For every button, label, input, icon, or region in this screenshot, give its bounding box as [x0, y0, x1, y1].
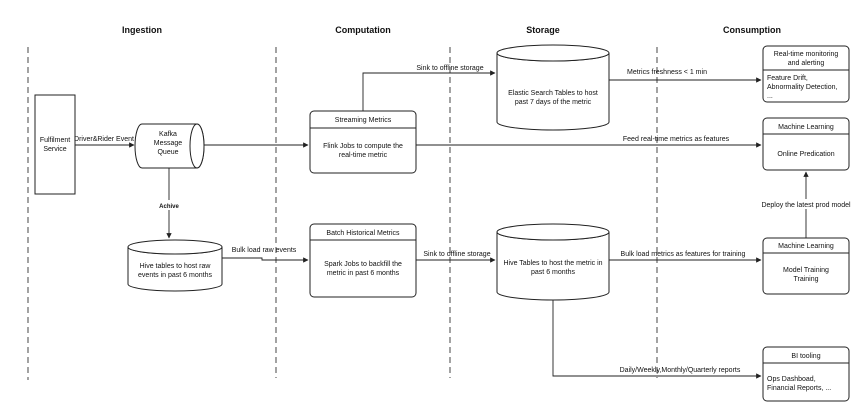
column-header-consumption: Consumption — [723, 25, 781, 35]
edge-streaming-to-elastic: Sink to offline storage — [362, 65, 496, 111]
edge-label-archive: Achive — [159, 204, 179, 210]
fulfilment-service-node: Fulfilment Service — [34, 94, 76, 195]
fulfilment-label-line1: Fulfilment — [40, 137, 70, 144]
edge-batch-to-hive-metric: Sink to offline storage — [416, 251, 496, 263]
column-header-storage: Storage — [526, 25, 560, 35]
batch-metrics-node: Batch Historical Metrics Spark Jobs to b… — [309, 223, 417, 298]
monitoring-body-line1: Feature Drift, — [767, 75, 808, 82]
edge-label-sink-offline-bottom: Sink to offline storage — [423, 251, 490, 258]
bi-body-line2: Financial Reports, ... — [767, 385, 831, 392]
ml-online-node: Machine Learning Online Predication — [762, 117, 850, 171]
kafka-queue-node: Kafka Message Queue — [134, 123, 205, 169]
batch-body-line1: Spark Jobs to backfill the — [324, 261, 402, 268]
hive-metric-tables-node: Hive Tables to host the metric in past 6… — [496, 223, 610, 301]
column-header-ingestion: Ingestion — [122, 25, 162, 35]
edge-fulfilment-to-kafka: Driver&Rider Event — [74, 136, 135, 148]
monitoring-body-line2: Abnormality Detection, — [767, 84, 837, 91]
edge-label-bulk-load-training: Bulk load metrics as features for traini… — [621, 251, 746, 258]
edge-hive-raw-to-batch: Bulk load raw events — [222, 247, 309, 263]
bi-title: BI tooling — [791, 353, 820, 360]
edge-elastic-to-monitoring: Metrics freshness < 1 min — [609, 69, 762, 83]
edge-label-bulk-load-raw: Bulk load raw events — [232, 247, 297, 254]
hive-metric-label-line1: Hive Tables to host the metric in — [503, 260, 602, 267]
ml-online-body: Online Predication — [777, 151, 834, 158]
elastic-label-line2: past 7 days of the metric — [515, 99, 592, 106]
fulfilment-label-line2: Service — [43, 146, 66, 153]
hive-raw-label-line1: Hive tables to host raw — [140, 263, 212, 270]
streaming-body-line1: Flink Jobs to compute the — [323, 143, 403, 150]
edge-label-driver-rider: Driver&Rider Event — [74, 136, 134, 143]
elastic-label-line1: Elastic Search Tables to host — [508, 90, 598, 97]
edge-kafka-to-hive-raw: Achive — [158, 168, 182, 239]
column-header-computation: Computation — [335, 25, 391, 35]
kafka-label-line1: Kafka — [159, 131, 177, 138]
edge-hive-metric-to-training: Bulk load metrics as features for traini… — [609, 251, 762, 263]
hive-raw-tables-node: Hive tables to host raw events in past 6… — [127, 239, 223, 292]
hive-metric-label-line2: past 6 months — [531, 269, 575, 276]
edge-hive-metric-to-bi: Daily/Weekly,Monthly/Quarterly reports — [552, 300, 762, 379]
streaming-body-line2: real-time metric — [339, 152, 388, 159]
ml-training-body-line1: Model Training — [783, 267, 829, 274]
ml-training-body-line2: Training — [793, 276, 818, 283]
batch-body-line2: metric in past 6 months — [327, 270, 400, 277]
elastic-search-node: Elastic Search Tables to host past 7 day… — [496, 44, 610, 131]
kafka-label-line3: Queue — [157, 149, 178, 156]
edge-label-deploy-model: Deploy the latest prod model — [761, 202, 851, 209]
bi-tooling-node: BI tooling Ops Dashboad, Financial Repor… — [762, 346, 850, 402]
streaming-metrics-node: Streaming Metrics Flink Jobs to compute … — [309, 110, 417, 174]
edge-label-reports: Daily/Weekly,Monthly/Quarterly reports — [620, 367, 741, 374]
edge-training-to-online: Deploy the latest prod model — [757, 171, 857, 238]
monitoring-node: Real-time monitoring and alerting Featur… — [762, 45, 850, 103]
edge-label-metrics-freshness: Metrics freshness < 1 min — [627, 69, 707, 76]
batch-title: Batch Historical Metrics — [326, 230, 400, 237]
kafka-label-line2: Message — [154, 140, 183, 147]
ml-online-title: Machine Learning — [778, 124, 834, 131]
edge-streaming-to-ml-online: Feed real-time metrics as features — [416, 136, 762, 148]
edge-label-feed-realtime: Feed real-time metrics as features — [623, 136, 730, 143]
bi-body-line1: Ops Dashboad, — [767, 376, 816, 383]
monitoring-title-line2: and alerting — [788, 60, 825, 67]
edge-label-sink-offline-top: Sink to offline storage — [416, 65, 483, 72]
monitoring-body-line3: ... — [767, 93, 773, 100]
streaming-title: Streaming Metrics — [335, 117, 392, 124]
ml-training-title: Machine Learning — [778, 243, 834, 250]
ml-training-node: Machine Learning Model Training Training — [762, 237, 850, 295]
hive-raw-label-line2: events in past 6 months — [138, 272, 212, 279]
monitoring-title-line1: Real-time monitoring — [774, 51, 839, 58]
